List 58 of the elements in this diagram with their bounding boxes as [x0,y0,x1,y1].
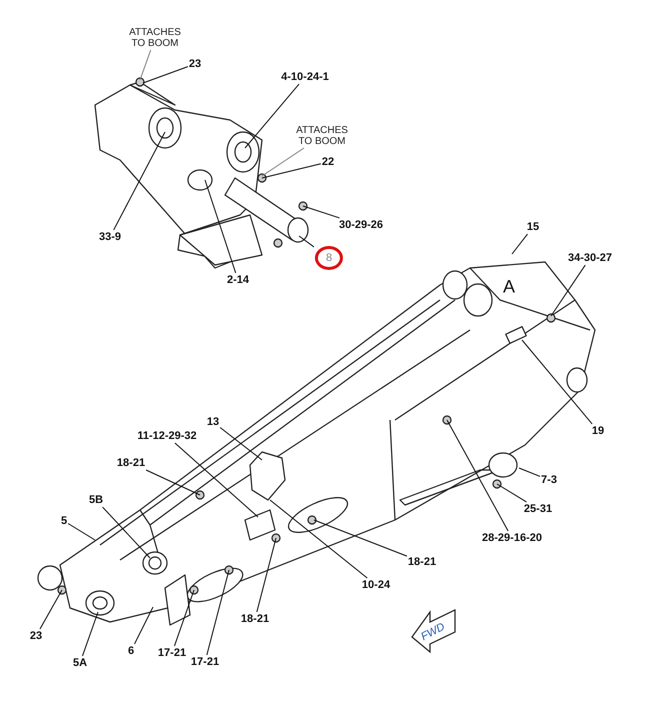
leader-line [206,570,230,656]
callout-number: 13 [206,416,220,428]
leader-line [220,427,262,460]
callout-number: 6 [128,644,134,658]
leader-line [298,236,314,248]
leader-line [262,163,322,178]
callout-number: 23 [30,630,42,642]
leader-line [102,506,150,558]
note-text: ATTACHES TO BOOM [291,125,353,147]
callout-number: 5B [88,494,104,506]
callout-number: 19 [592,424,604,438]
callout-number: 11-12-29-32 [137,430,197,442]
callout-number: 17-21 [190,656,220,668]
callout-number: 33-9 [98,230,122,244]
leader-line [262,148,304,176]
leader-line [512,234,528,254]
leader-line [302,206,340,218]
callout-number: 2-14 [226,274,250,286]
leader-line [82,612,98,656]
callout-number: 18-21 [240,612,270,626]
leader-line [270,500,368,578]
callout-number: 22 [322,156,334,168]
callout-number: 17-21 [158,646,186,660]
note-text: ATTACHES TO BOOM [124,27,186,49]
leader-line [134,606,154,644]
leader-line [113,132,166,230]
leader-line [522,340,593,424]
leader-line [174,590,194,646]
leader-line [142,66,188,84]
leader-line [518,468,541,477]
leader-line [244,84,300,148]
callout-number: 18-21 [116,456,146,470]
callout-number: 10-24 [362,578,390,592]
callout-number: 23 [188,58,202,70]
leader-line [146,470,200,496]
leader-line [140,50,152,80]
leader-line [550,264,586,316]
leader-line [256,538,276,612]
callout-number: 4-10-24-1 [281,70,329,84]
callout-number: 18-21 [408,556,436,568]
callout-number: 5A [72,656,88,670]
callout-number: 34-30-27 [568,252,612,264]
callout-number: 7-3 [541,474,557,486]
letter-label: A [503,276,515,298]
callout-number: 15 [526,220,540,234]
leader-line [39,590,62,630]
callout-number: 25-31 [524,502,552,516]
leader-line [204,180,236,274]
leader-line [446,420,509,532]
leader-line [68,523,96,540]
callout-number: 30-29-26 [338,218,384,232]
leader-line [174,442,258,518]
leader-line [314,520,408,557]
callout-number: 28-29-16-20 [482,532,542,544]
callout-number: 5 [60,514,68,528]
leader-line [496,484,527,502]
circled-callout-number: 8 [314,246,344,270]
direction-label: FWD [419,620,447,644]
